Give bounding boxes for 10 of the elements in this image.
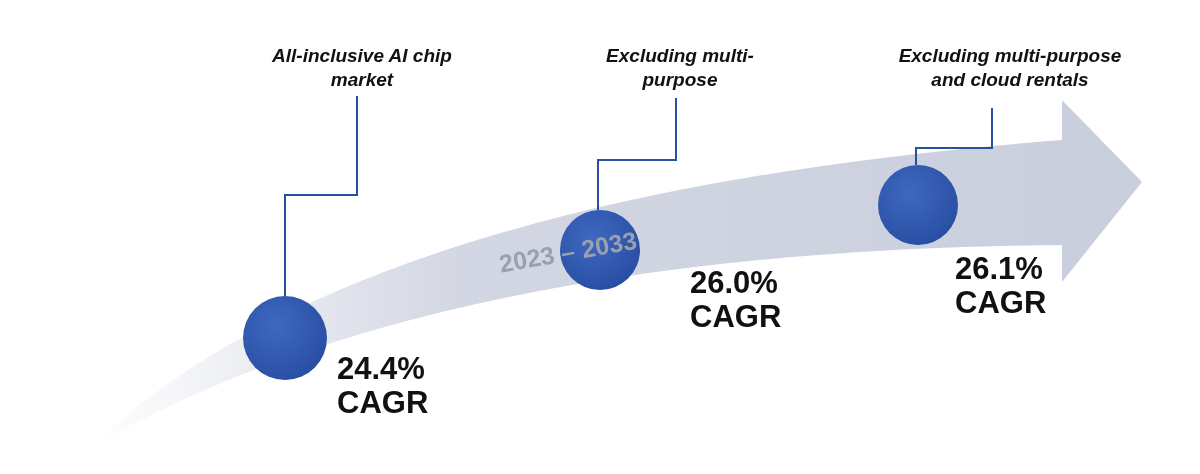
callout-text: Excluding multi-purpose xyxy=(585,44,775,92)
leader-line xyxy=(284,95,358,297)
callout-text: All-inclusive AI chip market xyxy=(262,44,462,92)
leader-line xyxy=(597,97,677,211)
growth-rate-label: 26.1% CAGR xyxy=(955,252,1048,320)
period-label: 2023 – 2033 xyxy=(497,225,639,279)
growth-rate-label: 26.0% CAGR xyxy=(690,266,783,334)
callout-text: Excluding multi-purpose and cloud rentals xyxy=(895,44,1125,92)
growth-rate-label: 24.4% CAGR xyxy=(337,352,430,420)
leader-line xyxy=(915,107,993,166)
